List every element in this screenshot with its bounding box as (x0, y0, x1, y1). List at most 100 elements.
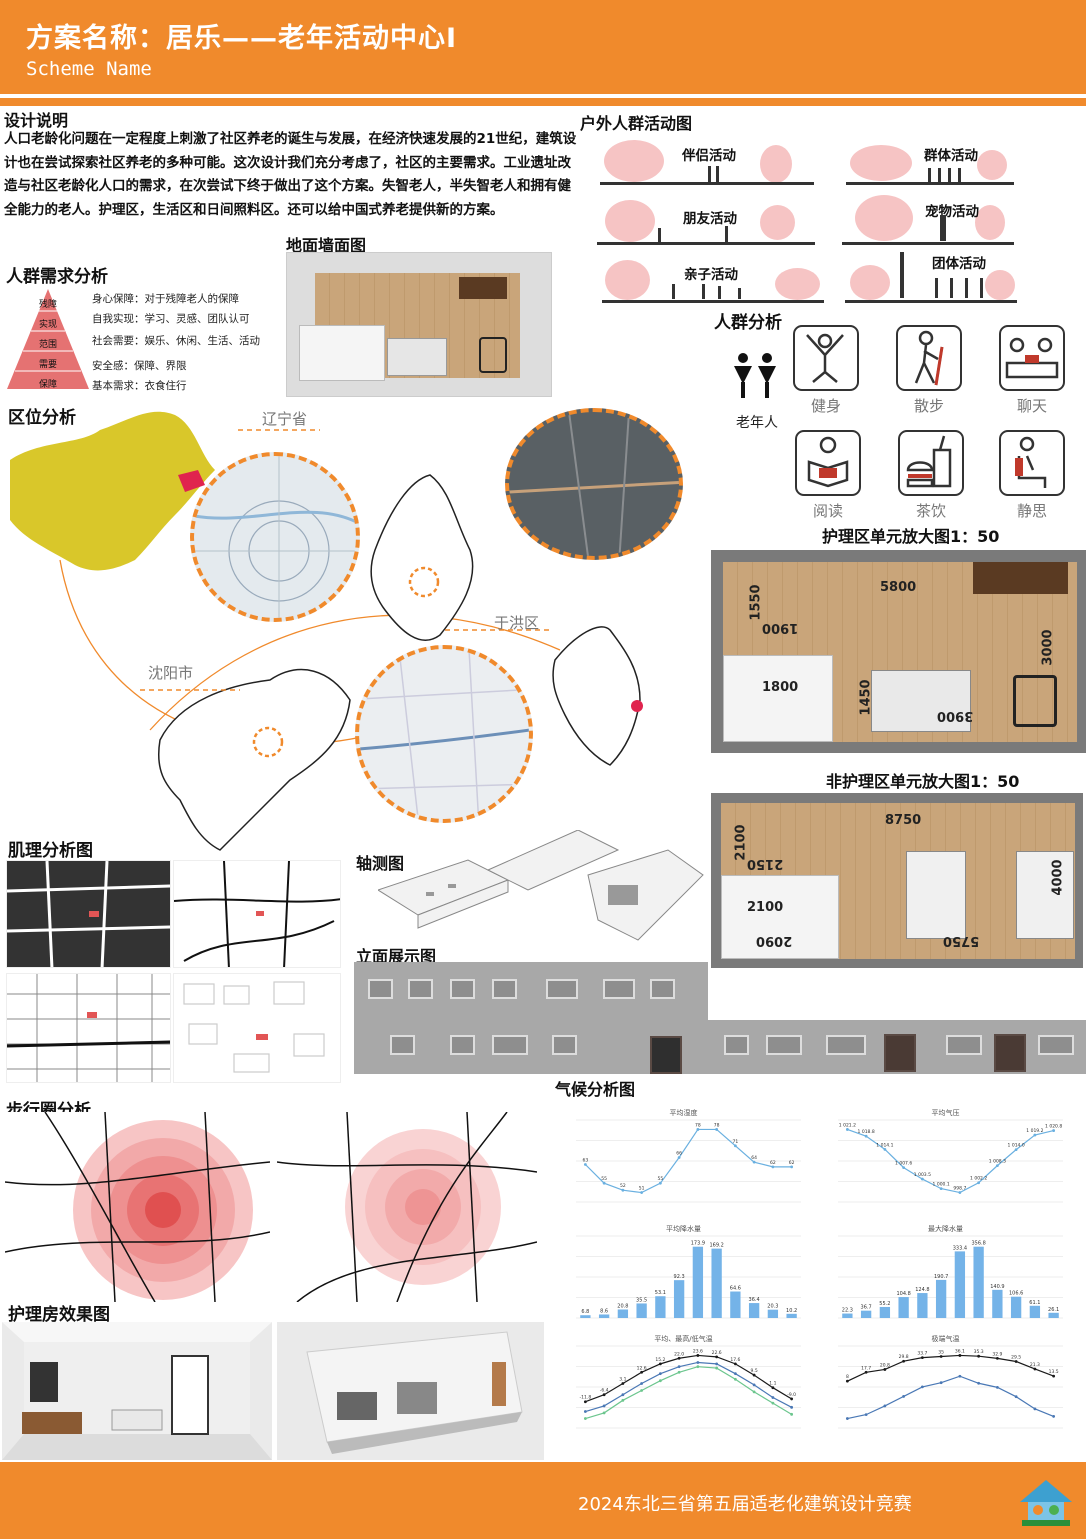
nursing-dim-3000: 3000 (1040, 629, 1056, 666)
climate-point (845, 1128, 849, 1131)
texture-heading: 肌理分析图 (8, 841, 93, 861)
label-liaoning: 辽宁省 (262, 410, 308, 428)
climate-point-label: 3.1 (619, 1376, 626, 1382)
climate-point (752, 1160, 756, 1164)
climate-point (715, 1366, 719, 1370)
shenyang-zoom-map (190, 452, 360, 622)
climate-point (977, 1181, 981, 1185)
climate-point-label: 23.6 (693, 1348, 703, 1354)
climate-bar-label: 140.9 (990, 1284, 1004, 1290)
climate-point (995, 1385, 999, 1389)
climate-bar (1048, 1312, 1059, 1318)
texture-map-2 (173, 860, 341, 968)
axonometric-drawing (378, 830, 704, 941)
climate-point-label: 22.6 (712, 1350, 722, 1356)
need-item-1: 身心保障：对于残障老人的保障 (92, 293, 239, 305)
climate-bar-label: 173.9 (691, 1241, 705, 1247)
climate-point (621, 1393, 625, 1397)
climate-bar (992, 1289, 1003, 1318)
climate-bar-label: 333.4 (953, 1245, 967, 1251)
pyramid-level-1: 残障 (38, 300, 57, 310)
yuhong-outline (552, 626, 641, 766)
climate-point (920, 1385, 924, 1389)
climate-point-label: 35.3 (974, 1349, 984, 1355)
effect-heading: 护理房效果图 (8, 1305, 110, 1325)
nursing-dim-1800: 1800 (762, 680, 799, 695)
climate-point (864, 1134, 868, 1138)
climate-point-label: 64 (751, 1155, 757, 1161)
climate-point (677, 1365, 681, 1369)
tea-icon (898, 430, 964, 496)
climate-point-label: -9.0 (787, 1392, 796, 1398)
climate-point-label: 22.0 (674, 1351, 684, 1357)
climate-point (583, 1410, 587, 1413)
climate-point-label: 78 (695, 1122, 701, 1128)
climate-point (658, 1181, 662, 1185)
climate-point (658, 1372, 662, 1376)
nursing-dim-1450: 1450 (858, 679, 874, 716)
climate-bar (580, 1315, 591, 1318)
activity-team: 团体活动 (932, 256, 986, 272)
climate-bar-label: 20.8 (617, 1303, 628, 1309)
climate-bar (598, 1314, 610, 1318)
nursing-dim-1550: 1550 (748, 584, 764, 621)
climate-point (733, 1377, 737, 1381)
activity-pets: 宠物活动 (925, 204, 979, 220)
climate-point (958, 1191, 962, 1194)
climate-bar-label: 124.8 (915, 1287, 929, 1293)
climate-bar (954, 1251, 966, 1318)
climate-point (790, 1397, 794, 1401)
climate-bar-label: 190.7 (934, 1274, 948, 1280)
climate-point (640, 1382, 644, 1385)
climate-bar-label: 61.1 (1029, 1300, 1040, 1306)
nursing-dim-3900: 3900 (937, 708, 974, 723)
climate-point (1014, 1148, 1018, 1152)
climate-point (752, 1390, 756, 1394)
climate-point-label: 8 (846, 1374, 849, 1380)
outdoor-heading: 户外人群活动图 (580, 114, 693, 133)
reading-icon (795, 430, 861, 496)
need-item-4: 安全感：保障、界限 (92, 360, 187, 372)
climate-point (977, 1354, 981, 1358)
needs-pyramid: 残障 实现 范围 需要 保障 (5, 287, 91, 391)
climate-point (602, 1404, 606, 1408)
nursing-dim-5800: 5800 (880, 580, 917, 595)
non-nursing-unit-plan (711, 793, 1083, 968)
climate-point (658, 1362, 662, 1366)
climate-point-label: 29.8 (899, 1354, 909, 1360)
site-marker (631, 700, 643, 712)
label-yuhong: 于洪区 (494, 614, 540, 632)
texture-map-1 (6, 860, 171, 968)
axon-heading: 轴测图 (356, 854, 405, 873)
climate-point (1033, 1367, 1037, 1371)
climate-bar-label: 64.6 (730, 1286, 741, 1292)
climate-point (864, 1413, 868, 1417)
climate-bar (1010, 1296, 1022, 1318)
climate-point-label: 1 003.5 (914, 1172, 931, 1178)
climate-point-label: 17.6 (730, 1357, 740, 1363)
climate-bar (748, 1303, 760, 1318)
china-map (10, 411, 215, 571)
floor-plan-heading: 地面墙面图 (286, 236, 367, 255)
need-item-2: 自我实现：学习、灵感、团队认可 (92, 313, 250, 325)
climate-point (977, 1381, 981, 1385)
climate-point (715, 1355, 719, 1359)
effect-render-2 (277, 1322, 544, 1460)
climate-line (585, 1354, 792, 1403)
climate-bar-label: 169.2 (709, 1243, 723, 1249)
fitness-icon (793, 325, 859, 391)
climate-point-label: 1 014.0 (1008, 1143, 1025, 1149)
climate-point (677, 1156, 681, 1159)
climate-bar (673, 1280, 685, 1318)
climate-point (771, 1396, 775, 1399)
climate-point (583, 1163, 587, 1166)
climate-point-label: 62 (789, 1160, 795, 1166)
nursing-dim-1900: 1900 (762, 620, 799, 635)
climate-point-label: 1 018.8 (858, 1129, 875, 1135)
climate-point (958, 1374, 962, 1378)
climate-point (958, 1354, 962, 1357)
climate-point (995, 1164, 999, 1168)
